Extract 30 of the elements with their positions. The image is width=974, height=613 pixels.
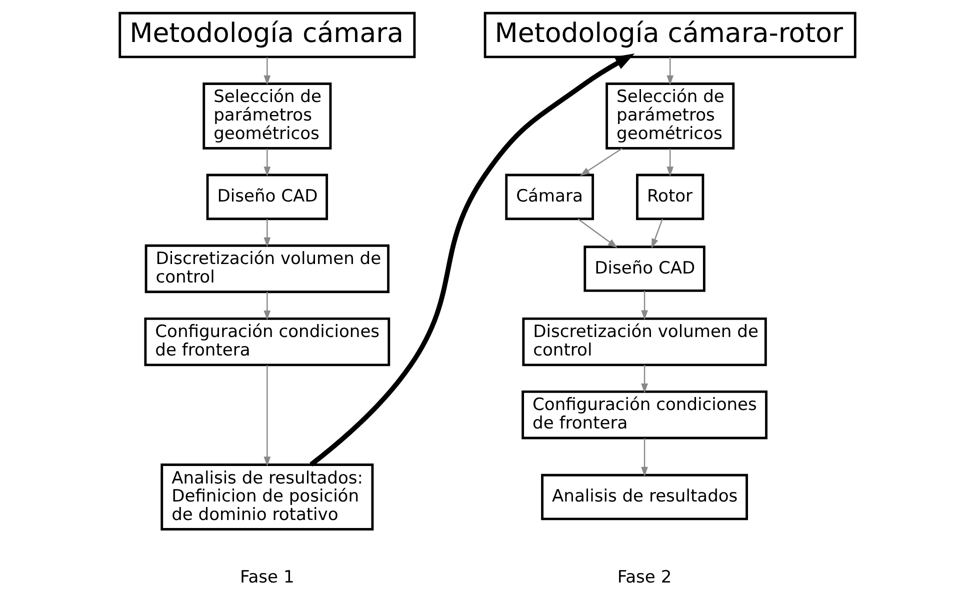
arrow xyxy=(640,364,648,394)
arrow xyxy=(666,148,674,176)
node-box: Discretización volumen de control xyxy=(522,317,766,366)
arrow xyxy=(651,218,662,248)
arrow xyxy=(263,57,270,86)
node-box: Rotor xyxy=(636,174,704,220)
node-box: Analisis de resultados: Definicion de posición de dominio rotativo xyxy=(160,464,374,530)
arrow xyxy=(263,218,270,248)
node-box: Selección de parámetros geométricos xyxy=(202,82,332,150)
node-box: Selección de parámetros geométricos xyxy=(605,82,734,150)
label: Fase 1 xyxy=(240,567,294,588)
arrow xyxy=(579,148,622,176)
node-box: Discretización volumen de control xyxy=(144,244,389,294)
arrow xyxy=(309,54,634,466)
node-box: Configuración condiciones de frontera xyxy=(144,317,390,366)
node-box: Diseño CAD xyxy=(583,246,705,292)
node-box: Cámara xyxy=(504,174,594,220)
arrow xyxy=(640,290,648,320)
arrow xyxy=(577,218,618,248)
arrow xyxy=(263,148,270,176)
node-box: Diseño CAD xyxy=(206,174,328,220)
arrow xyxy=(640,438,648,477)
arrow xyxy=(263,292,270,320)
node-box: Metodología cámara xyxy=(118,12,416,58)
arrow xyxy=(666,57,674,86)
node-box: Analisis de resultados xyxy=(540,474,748,520)
arrow xyxy=(263,365,270,466)
label: Fase 2 xyxy=(616,567,672,588)
node-box: Configuración condiciones de frontera xyxy=(521,390,767,440)
node-box: Metodología cámara-rotor xyxy=(483,12,856,58)
